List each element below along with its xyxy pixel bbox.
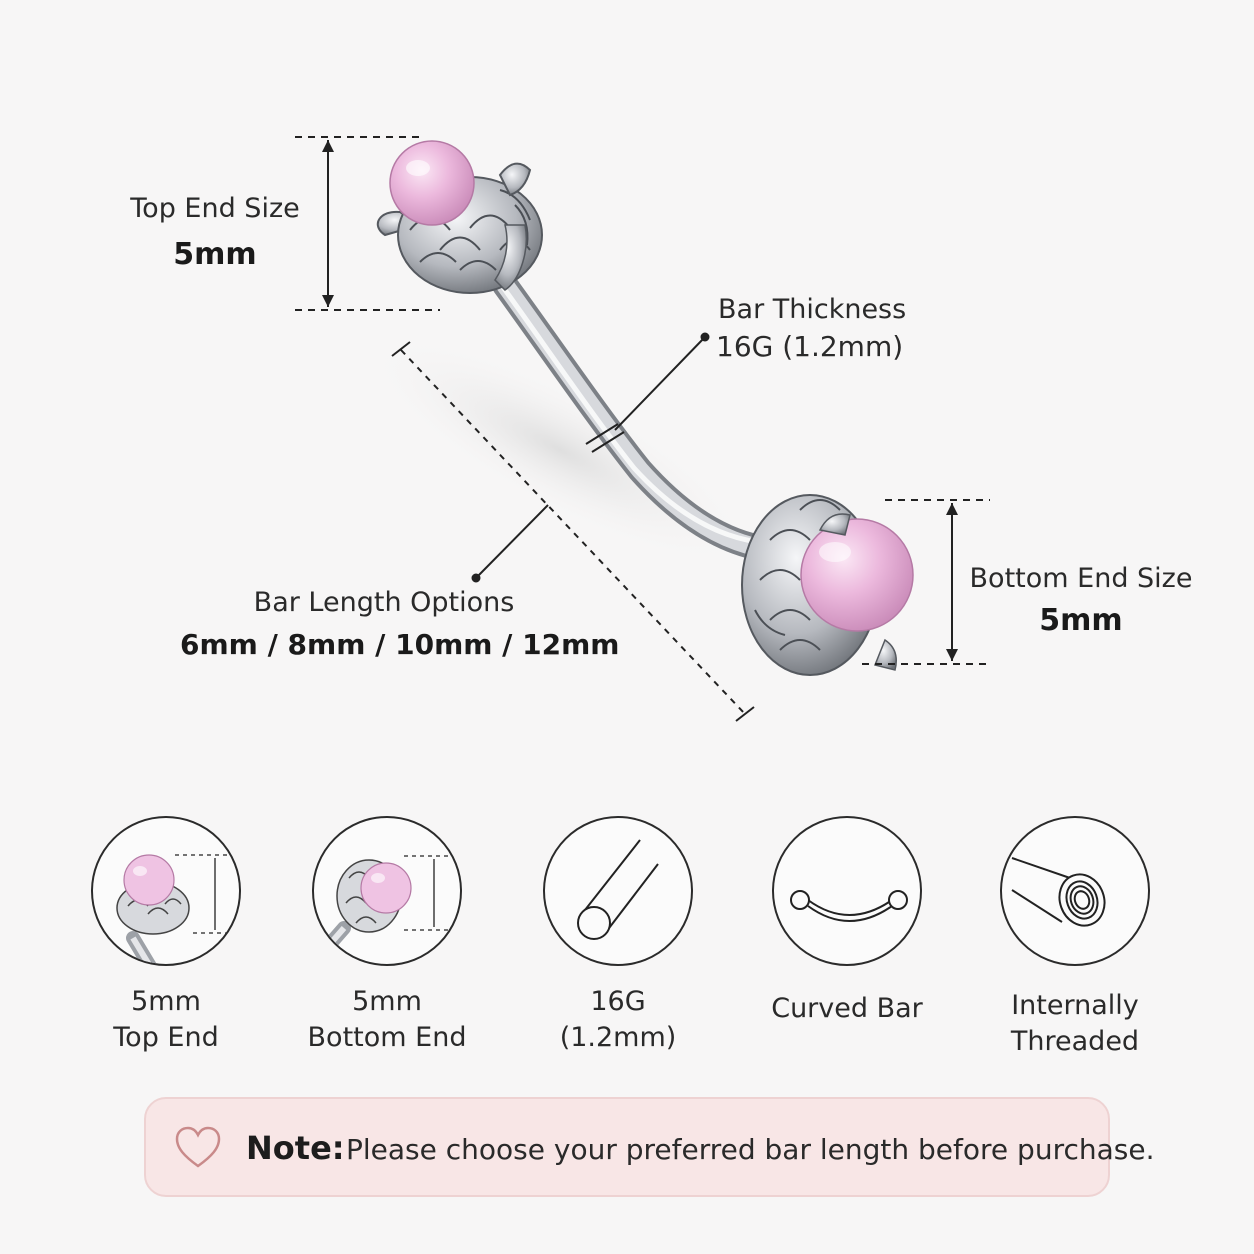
note-title: Note: bbox=[246, 1129, 345, 1167]
top-end-value: 5mm bbox=[173, 237, 257, 272]
feature-caption-bottom-end: 5mm Bottom End bbox=[277, 984, 497, 1056]
bar-length-dimension bbox=[391, 341, 755, 722]
product-shadow bbox=[363, 333, 757, 567]
feature-caption-top-end: 5mm Top End bbox=[56, 984, 276, 1056]
feature-line2: Top End bbox=[113, 1022, 219, 1053]
bottom-end-value: 5mm bbox=[1039, 603, 1123, 638]
bottom-end-ball bbox=[741, 494, 914, 676]
curved-bar bbox=[492, 272, 773, 561]
feature-line2: Bottom End bbox=[307, 1022, 467, 1053]
bar-thickness-label: Bar Thickness bbox=[718, 294, 907, 325]
internal-thread-icon bbox=[1000, 816, 1150, 966]
feature-line2: (1.2mm) bbox=[559, 1022, 677, 1053]
bar-gauge-icon bbox=[543, 816, 693, 966]
bottom-end-label: Bottom End Size bbox=[969, 563, 1193, 594]
top-end-dimension bbox=[295, 136, 440, 311]
feature-caption-threaded: Internally Threaded bbox=[965, 988, 1185, 1060]
bar-length-label: Bar Length Options bbox=[253, 587, 515, 618]
feature-line1: Curved Bar bbox=[771, 993, 923, 1024]
feature-line1: 5mm bbox=[131, 986, 201, 1017]
feature-line1: 16G bbox=[590, 986, 646, 1017]
bar-thickness-pointer bbox=[585, 332, 710, 453]
top-end-icon bbox=[91, 816, 241, 966]
product-illustration bbox=[295, 136, 990, 722]
bar-thickness-value: 16G (1.2mm) bbox=[716, 330, 904, 363]
note-box: Note: Please choose your preferred bar l… bbox=[144, 1097, 1154, 1197]
top-end-label: Top End Size bbox=[130, 193, 300, 224]
feature-line1: Internally bbox=[1011, 990, 1139, 1021]
bar-length-value: 6mm / 8mm / 10mm / 12mm bbox=[180, 628, 620, 661]
note-text: Please choose your preferred bar length … bbox=[346, 1133, 1155, 1166]
heart-icon bbox=[175, 1126, 221, 1168]
bottom-end-dimension bbox=[862, 499, 990, 665]
curved-bar-icon bbox=[772, 816, 922, 966]
feature-line2: Threaded bbox=[1010, 1026, 1140, 1057]
bottom-end-icon bbox=[312, 816, 462, 966]
feature-caption-curved: Curved Bar bbox=[737, 991, 957, 1027]
feature-line1: 5mm bbox=[352, 986, 422, 1017]
top-end-ball bbox=[376, 140, 543, 294]
feature-caption-gauge: 16G (1.2mm) bbox=[508, 984, 728, 1056]
